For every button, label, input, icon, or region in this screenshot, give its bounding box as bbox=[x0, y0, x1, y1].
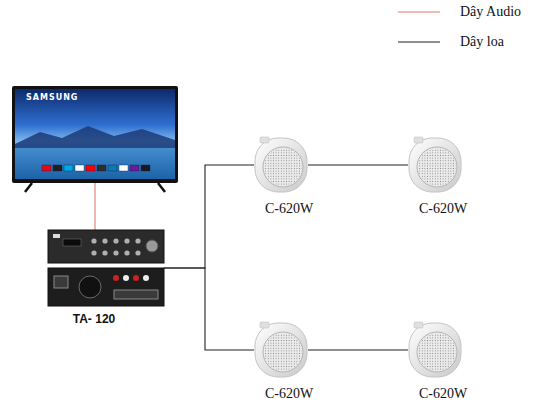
audio-cable bbox=[94, 183, 95, 230]
amp-knob bbox=[135, 250, 140, 255]
brand-text: SAMSUNG bbox=[26, 93, 78, 102]
speaker-grille bbox=[417, 147, 457, 187]
legend-line bbox=[398, 41, 440, 42]
tv-app-icon bbox=[97, 165, 106, 171]
speaker-cable bbox=[308, 164, 408, 165]
legend-item: Dây loa bbox=[398, 33, 504, 51]
tv-app-icon bbox=[130, 165, 139, 171]
speaker-clip bbox=[414, 137, 423, 143]
amp-logo bbox=[53, 234, 60, 238]
speaker-grille-holes bbox=[418, 148, 456, 186]
tv-lake bbox=[15, 148, 175, 179]
speaker-cable bbox=[164, 268, 254, 350]
speaker-cable bbox=[308, 349, 408, 350]
amp-rear-panel bbox=[48, 268, 164, 306]
legend-text: Dây Audio bbox=[460, 4, 521, 20]
tv-app-icon bbox=[53, 165, 62, 171]
speaker-body bbox=[409, 323, 461, 377]
tv-app-icon bbox=[75, 165, 84, 171]
amp-jack bbox=[143, 275, 149, 281]
speaker-grille bbox=[263, 332, 303, 372]
ceiling-speaker: C-620W bbox=[254, 321, 308, 379]
tv-app-icon bbox=[108, 165, 117, 171]
tv-app-icon bbox=[119, 165, 128, 171]
amp-power-socket bbox=[54, 276, 68, 288]
ceiling-speaker-drawing bbox=[254, 321, 308, 379]
amp-knob bbox=[102, 238, 107, 243]
ceiling-speaker: C-620W bbox=[254, 136, 308, 194]
speaker-grille bbox=[263, 147, 303, 187]
amp-fan bbox=[79, 276, 101, 298]
speaker-label: C-620W bbox=[397, 201, 489, 217]
amp-front-panel bbox=[48, 230, 164, 263]
tv-app-icon bbox=[64, 165, 73, 171]
tv-mountains bbox=[15, 126, 175, 148]
tv-app-icon bbox=[141, 165, 150, 171]
tv-screen bbox=[15, 89, 175, 179]
amp-jack bbox=[113, 275, 119, 281]
amp-jack bbox=[133, 275, 139, 281]
speaker-clip bbox=[260, 322, 269, 328]
ceiling-speaker: C-620W bbox=[408, 321, 462, 379]
legend-line bbox=[398, 11, 440, 12]
amp-terminal bbox=[114, 290, 158, 299]
speaker-body bbox=[255, 323, 307, 377]
device-label: TA- 120 bbox=[48, 312, 140, 326]
tv-app-icon bbox=[42, 165, 51, 171]
amp-knob bbox=[113, 238, 118, 243]
legend-item: Dây Audio bbox=[398, 3, 521, 21]
amplifier-drawing bbox=[48, 230, 164, 306]
amp-knob bbox=[124, 250, 129, 255]
tv-legs bbox=[25, 183, 165, 192]
television: SAMSUNG bbox=[12, 86, 178, 183]
speaker-label: C-620W bbox=[243, 201, 335, 217]
legend-text: Dây loa bbox=[460, 34, 504, 50]
amp-knob bbox=[135, 238, 140, 243]
speaker-grille-holes bbox=[264, 333, 302, 371]
amp-knob bbox=[102, 250, 107, 255]
tv-app-icon bbox=[86, 165, 95, 171]
amp-knob bbox=[124, 238, 129, 243]
amp-knob bbox=[113, 250, 118, 255]
speaker-grille bbox=[417, 332, 457, 372]
amp-display bbox=[63, 239, 81, 246]
amp-jack bbox=[123, 275, 129, 281]
speaker-body bbox=[255, 138, 307, 192]
amp-volume bbox=[146, 240, 158, 252]
tv-frame bbox=[12, 86, 178, 183]
speaker-body bbox=[409, 138, 461, 192]
amplifier: TA- 120 bbox=[48, 230, 164, 306]
speaker-clip bbox=[260, 137, 269, 143]
speaker-grille-holes bbox=[264, 148, 302, 186]
speaker-grille-holes bbox=[418, 333, 456, 371]
ceiling-speaker: C-620W bbox=[408, 136, 462, 194]
amp-knob bbox=[91, 250, 96, 255]
speaker-clip bbox=[414, 322, 423, 328]
speaker-label: C-620W bbox=[397, 386, 489, 402]
legend-line-sample bbox=[398, 33, 442, 51]
ceiling-speaker-drawing bbox=[408, 136, 462, 194]
ceiling-speaker-drawing bbox=[254, 136, 308, 194]
amp-knob bbox=[91, 238, 96, 243]
speaker-label: C-620W bbox=[243, 386, 335, 402]
ceiling-speaker-drawing bbox=[408, 321, 462, 379]
legend-line-sample bbox=[398, 3, 442, 21]
